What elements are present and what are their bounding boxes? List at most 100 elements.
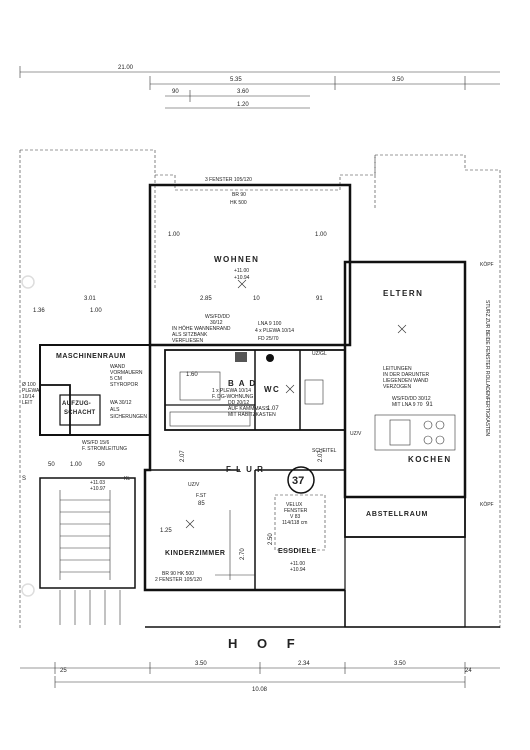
note-uz-v-1: UZ/V xyxy=(188,482,200,488)
note-fst: F.ST xyxy=(196,493,206,499)
dim-136: 1.36 xyxy=(33,308,45,314)
dim-125: 1.25 xyxy=(160,528,172,534)
room-eltern: ELTERN xyxy=(383,289,423,298)
dim-top-total: 21.00 xyxy=(118,65,134,71)
interior-dimensions: 2.85 3.01 1.36 1.00 1.00 1.00 1.60 1.07 … xyxy=(22,232,472,674)
note-wa-2: ALS xyxy=(110,407,120,413)
roof-outline xyxy=(19,149,501,630)
note-ws-strom-1: WS/FD 15/6 xyxy=(82,440,109,446)
dim-100c: 1.00 xyxy=(168,232,180,238)
note-ws-lna-2: MIT LNA 9 70 xyxy=(392,402,423,408)
dim-100d: 1.00 xyxy=(70,462,82,468)
room-labels: WOHNEN ELTERN MASCHINENRAUM AUFZUG- SCHA… xyxy=(56,255,452,651)
note-hk500-top: HK 500 xyxy=(230,200,247,206)
room-wc: WC xyxy=(264,385,280,394)
dim-s: S xyxy=(22,476,26,482)
dim-100a: 1.00 xyxy=(90,308,102,314)
note-in-hoehe-2: ALS SITZBANK xyxy=(172,332,208,338)
note-leitung-3: LIEGENDEN WAND xyxy=(383,378,429,384)
note-wand-3: 5 CM xyxy=(110,376,122,382)
note-lna-1: LNA 9 100 xyxy=(258,321,282,327)
note-wand-2: VORMAUERN xyxy=(110,370,143,376)
room-wohnen: WOHNEN xyxy=(214,255,259,264)
note-kl: KL xyxy=(124,476,130,482)
dim-91a: 91 xyxy=(316,296,323,302)
note-velux-3: V 83 xyxy=(290,514,301,520)
note-plewa-2: F. DG-WOHNUNG xyxy=(212,394,253,400)
dim-285: 2.85 xyxy=(200,296,212,302)
room-kinderzimmer: KINDERZIMMER xyxy=(165,550,225,557)
note-level-ess-1: +11.00 xyxy=(290,561,305,567)
dim-160: 1.60 xyxy=(186,372,198,378)
note-level-flur-1: +11.03 xyxy=(90,480,105,486)
dim-top-c: 90 xyxy=(172,89,179,95)
walls xyxy=(39,183,500,628)
dim-91b: 91 xyxy=(426,402,433,408)
bottom-dimension-chain: 3.50 2.34 3.50 10.08 xyxy=(20,661,500,693)
room-kochen: KOCHEN xyxy=(408,455,452,464)
note-uz-v-2: UZ/V xyxy=(350,431,362,437)
dim-85: 85 xyxy=(198,501,205,507)
note-uz-gl: UZ/GL xyxy=(312,351,327,357)
dim-270: 2.70 xyxy=(240,548,246,560)
dim-10: 10 xyxy=(253,296,260,302)
note-velux-1: VELUX xyxy=(286,502,303,508)
dim-top-b: 3.50 xyxy=(392,77,404,83)
dim-207a: 2.07 xyxy=(180,450,186,462)
dim-50a: 50 xyxy=(48,462,55,468)
note-in-hoehe-1: IN HÖHE WANNENRAND xyxy=(172,325,231,332)
top-dimension-chain: 21.00 5.35 3.50 90 3.60 1.20 xyxy=(19,65,500,109)
note-level-ess-2: +10.94 xyxy=(290,567,306,573)
room-hof: H O F xyxy=(228,636,303,651)
room-abstellraum: ABSTELLRAUM xyxy=(366,511,428,518)
note-plewa-1: 1 x PLEWA 10/14 xyxy=(212,388,251,394)
note-level-flur-2: +10.97 xyxy=(90,486,106,492)
dim-24: 24 xyxy=(465,668,472,674)
room-bad: B A D xyxy=(228,379,257,388)
dim-250: 2.50 xyxy=(268,533,274,545)
note-plewa-left-4: LEIT xyxy=(22,400,33,406)
note-koepf-top: KÖPF xyxy=(480,261,494,268)
note-wa-1: WA 30/12 xyxy=(110,400,132,406)
unit-badge: 37 xyxy=(287,466,315,494)
dim-top-a: 5.35 xyxy=(230,77,242,83)
room-flur: F L U R xyxy=(226,465,264,474)
dim-top-e: 1.20 xyxy=(237,102,249,108)
note-dd-1: DD 20/12 xyxy=(228,400,249,406)
note-sturz-vertical: STURZ ZUR BEIDE FENSTER ROLLADENFERTIGKA… xyxy=(484,300,490,436)
dim-100b: 1.00 xyxy=(315,232,327,238)
note-wa-3: SICHERUNGEN xyxy=(110,414,147,420)
note-plewa-left-3: 10/14 xyxy=(22,394,35,400)
note-velux-4: 114/118 cm xyxy=(282,520,307,526)
note-koepf-mid: KÖPF xyxy=(480,501,494,508)
note-ws-strom-2: F. STROMLEITUNG xyxy=(82,446,127,452)
note-fenster-bottom: 2 FENSTER 105/120 xyxy=(155,577,202,583)
note-leitung-1: LEITUNGEN xyxy=(383,366,412,372)
note-ws-lna-1: WS/FD/DD 30/12 xyxy=(392,396,431,402)
note-leitung-4: VERZOGEN xyxy=(383,384,411,390)
room-essdiele: ESSDIELE xyxy=(278,548,317,555)
room-maschinenraum: MASCHINENRAUM xyxy=(56,353,126,360)
note-lna-3: FD 25/70 xyxy=(258,336,279,342)
note-scheitel: SCHEITEL xyxy=(312,448,337,454)
dim-207b: 2.07 xyxy=(318,450,324,462)
note-ws-fd-dd-1: WS/FD/DD xyxy=(205,314,230,320)
note-dd-3: MIT RABITZKASTEN xyxy=(228,412,276,418)
note-wand-1: WAND xyxy=(110,364,125,370)
room-aufzugschacht-2: SCHACHT xyxy=(64,410,95,416)
note-leitung-2: IN DER DARUNTER xyxy=(383,372,430,378)
note-wand-4: STYROPOR xyxy=(110,382,138,388)
room-aufzugschacht-1: AUFZUG- xyxy=(62,401,91,407)
dim-top-d: 3.60 xyxy=(237,89,249,95)
note-fenster-top: 3 FENSTER 105/120 xyxy=(205,177,252,183)
note-velux-2: FENSTER xyxy=(284,508,308,514)
dim-bottom-total: 10.08 xyxy=(252,687,268,693)
annotations: 3 FENSTER 105/120 BR 90 HK 500 +11.00 +1… xyxy=(22,177,494,583)
note-in-hoehe-3: VERFLIESEN xyxy=(172,338,204,344)
dim-301: 3.01 xyxy=(84,296,96,302)
dim-25: 25 xyxy=(60,668,67,674)
note-ws-fd-dd-2: 30/12 xyxy=(210,320,223,326)
dim-bottom-b: 2.34 xyxy=(298,661,310,667)
dim-bottom-c: 3.50 xyxy=(394,661,406,667)
